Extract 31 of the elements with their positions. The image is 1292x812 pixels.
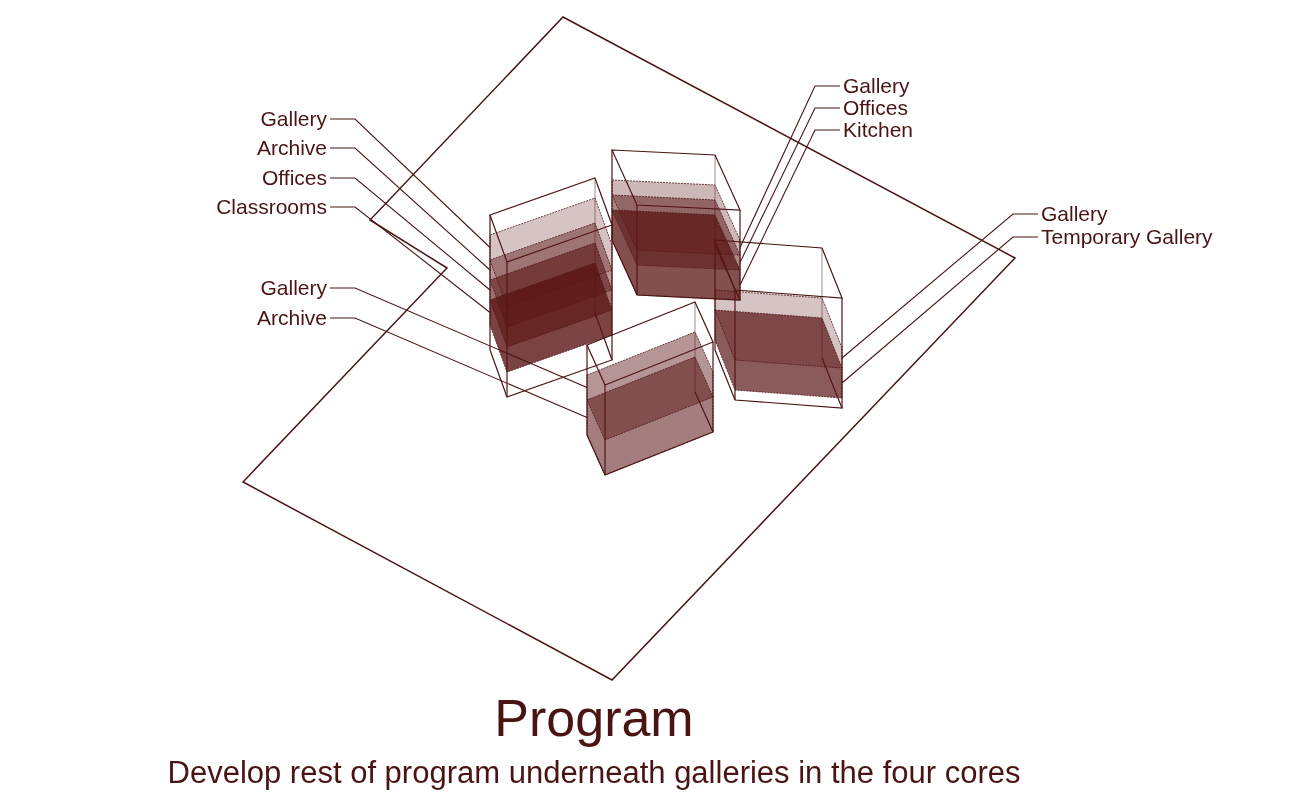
room-label: Archive — [256, 306, 327, 330]
room-volume — [611, 179, 741, 256]
room-label: Kitchen — [843, 118, 914, 142]
room-label: Offices — [262, 166, 327, 190]
room-label: Offices — [843, 96, 908, 120]
caption: Develop rest of program underneath galleries in the four cores — [167, 754, 1021, 792]
room-label: Classrooms — [216, 195, 327, 219]
room-volume — [586, 356, 714, 476]
title: Program — [494, 688, 694, 748]
leader-line — [329, 287, 588, 389]
leader-line — [739, 129, 841, 286]
leader-line — [739, 85, 841, 249]
leader-line — [329, 317, 588, 419]
leader-line — [841, 236, 1039, 384]
room-label: Gallery — [260, 276, 327, 300]
leader-line — [841, 213, 1039, 359]
room-volume — [714, 289, 843, 369]
room-volume — [611, 194, 741, 271]
room-label: Gallery — [260, 107, 327, 131]
room-label: Temporary Gallery — [1041, 225, 1213, 249]
leader-line — [329, 177, 491, 291]
room-label: Gallery — [1041, 202, 1108, 226]
room-volume — [489, 262, 613, 373]
room-label: Gallery — [843, 74, 910, 98]
leader-line — [329, 206, 491, 314]
room-volume — [611, 209, 741, 301]
leader-line — [739, 107, 841, 264]
leader-line — [329, 118, 491, 249]
room-label: Archive — [256, 136, 327, 160]
room-volume — [714, 309, 843, 399]
leader-line — [329, 147, 491, 271]
